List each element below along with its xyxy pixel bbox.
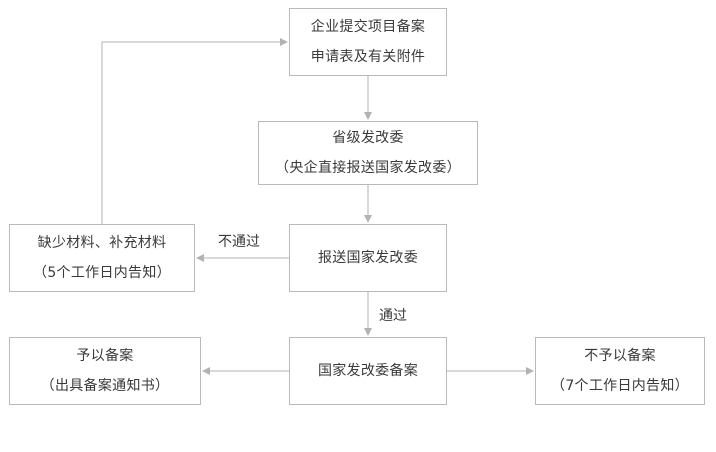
node-supplement-line2: （5个工作日内告知） — [33, 265, 171, 281]
node-report-line1: 报送国家发改委 — [317, 250, 419, 266]
node-supplement-line1: 缺少材料、补充材料 — [37, 235, 167, 251]
node-national-record: 国家发改委备案 — [289, 337, 447, 405]
node-provincial-line2: （央企直接报送国家发改委） — [275, 160, 461, 176]
node-grant-line2: （出具备案通知书） — [40, 378, 170, 394]
node-submit-line1: 企业提交项目备案 — [310, 19, 426, 35]
node-grant-record: 予以备案 （出具备案通知书） — [9, 337, 201, 405]
arrow-supplement-back-to-submit — [101, 38, 288, 224]
node-submit-line2: 申请表及有关附件 — [310, 49, 426, 65]
edge-label-pass: 通过 — [379, 308, 407, 324]
node-national-record-line1: 国家发改委备案 — [317, 363, 419, 379]
node-grant-line1: 予以备案 — [76, 348, 134, 364]
edge-label-fail: 不通过 — [218, 234, 260, 250]
node-deny-line1: 不予以备案 — [584, 348, 656, 364]
node-provincial-line1: 省级发改委 — [332, 130, 404, 146]
node-report-national: 报送国家发改委 — [289, 224, 447, 292]
node-submit-application: 企业提交项目备案 申请表及有关附件 — [289, 8, 447, 76]
node-provincial-commission: 省级发改委 （央企直接报送国家发改委） — [258, 121, 478, 185]
node-deny-line2: （7个工作日内告知） — [551, 378, 689, 394]
node-deny-record: 不予以备案 （7个工作日内告知） — [535, 337, 705, 405]
node-supplement-materials: 缺少材料、补充材料 （5个工作日内告知） — [9, 224, 195, 292]
